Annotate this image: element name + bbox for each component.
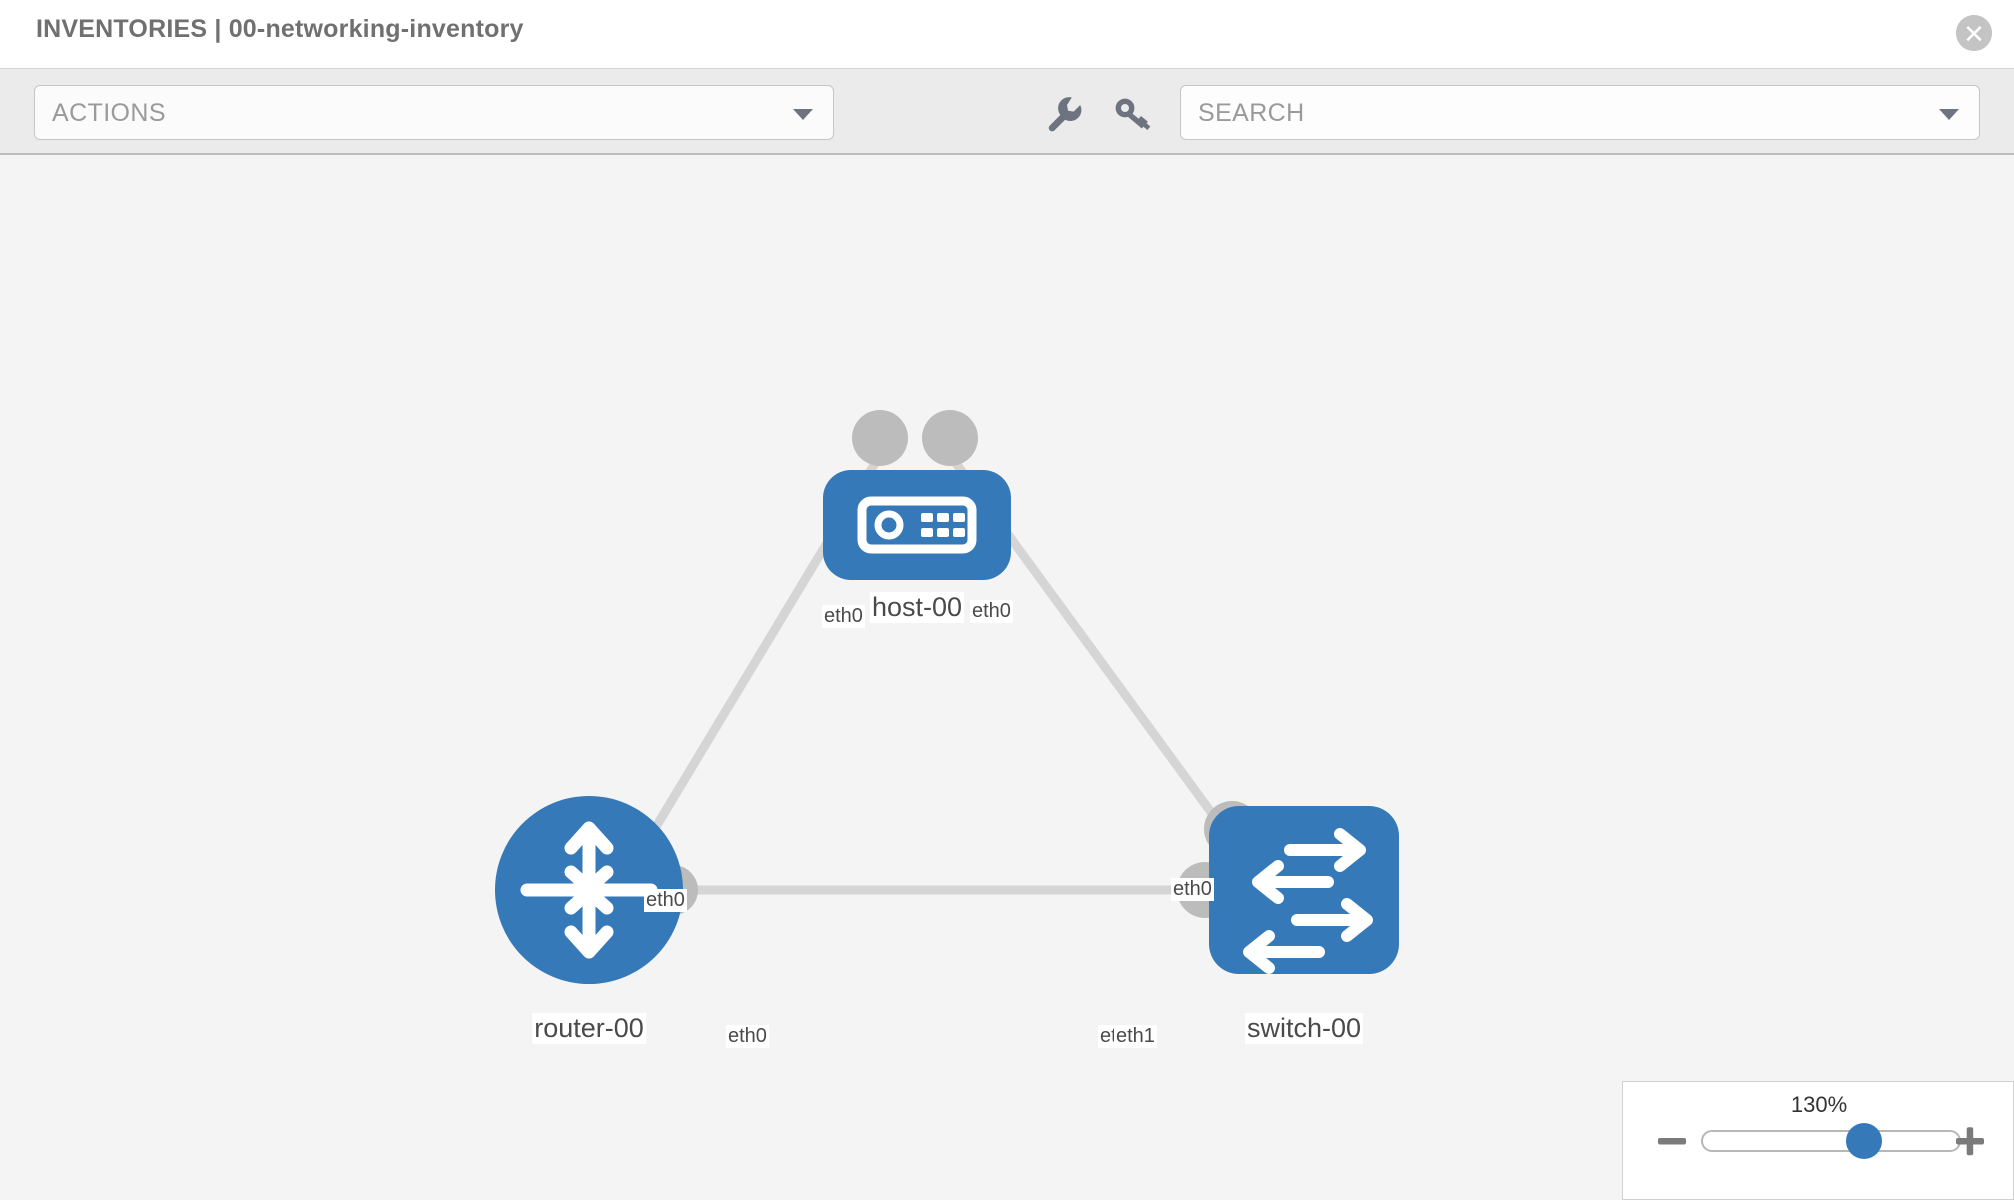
iface-label-host00-switch00: eth0: [970, 600, 1013, 623]
handle-host00-eth0-left: [852, 410, 908, 466]
window-header: INVENTORIES | 00-networking-inventory: [0, 0, 2014, 68]
chevron-down-icon[interactable]: [1939, 109, 1959, 120]
iface-label-switch00-host00: eth0: [1171, 878, 1214, 901]
actions-dropdown-label: ACTIONS: [52, 99, 166, 127]
node-label-switch-00: switch-00: [1244, 1013, 1364, 1044]
node-label-router-00: router-00: [532, 1013, 646, 1044]
search-input[interactable]: SEARCH: [1180, 85, 1980, 140]
iface-label-host00-router00: eth0: [822, 605, 865, 628]
server-appliance-icon: [857, 496, 977, 554]
iface-label-switch00-router00: eth1: [1114, 1025, 1157, 1048]
node-host-00: [823, 470, 1011, 580]
switch-arrows-icon: [1243, 828, 1373, 974]
zoom-slider-track[interactable]: [1701, 1130, 1961, 1152]
minus-icon[interactable]: [1655, 1124, 1689, 1158]
actions-dropdown[interactable]: ACTIONS: [34, 85, 834, 140]
topology-graph: [495, 410, 1399, 984]
router-four-arrows-icon: [520, 821, 658, 959]
iface-label-router00-switch00: eth0: [726, 1025, 769, 1048]
wrench-icon[interactable]: [1040, 91, 1084, 135]
page-title: INVENTORIES | 00-networking-inventory: [36, 15, 524, 43]
node-router-00: [495, 796, 683, 984]
chevron-down-icon: [793, 109, 813, 120]
handle-host00-eth0-right: [922, 410, 978, 466]
zoom-slider-thumb[interactable]: [1846, 1123, 1882, 1159]
topology-canvas[interactable]: host-00 router-00 switch-00 eth0 eth0 et…: [0, 155, 2014, 1200]
iface-label-router00-host00: eth0: [644, 889, 687, 912]
node-label-host-00: host-00: [869, 592, 965, 623]
plus-icon[interactable]: [1953, 1124, 1987, 1158]
key-icon[interactable]: [1110, 91, 1154, 135]
zoom-level-value: 130%: [1790, 1092, 1848, 1117]
zoom-control-panel: 130%: [1622, 1081, 2014, 1200]
search-placeholder: SEARCH: [1198, 99, 1305, 127]
close-icon[interactable]: [1956, 15, 1992, 51]
node-switch-00: [1209, 806, 1399, 974]
toolbar: ACTIONS SEARCH: [0, 68, 2014, 155]
